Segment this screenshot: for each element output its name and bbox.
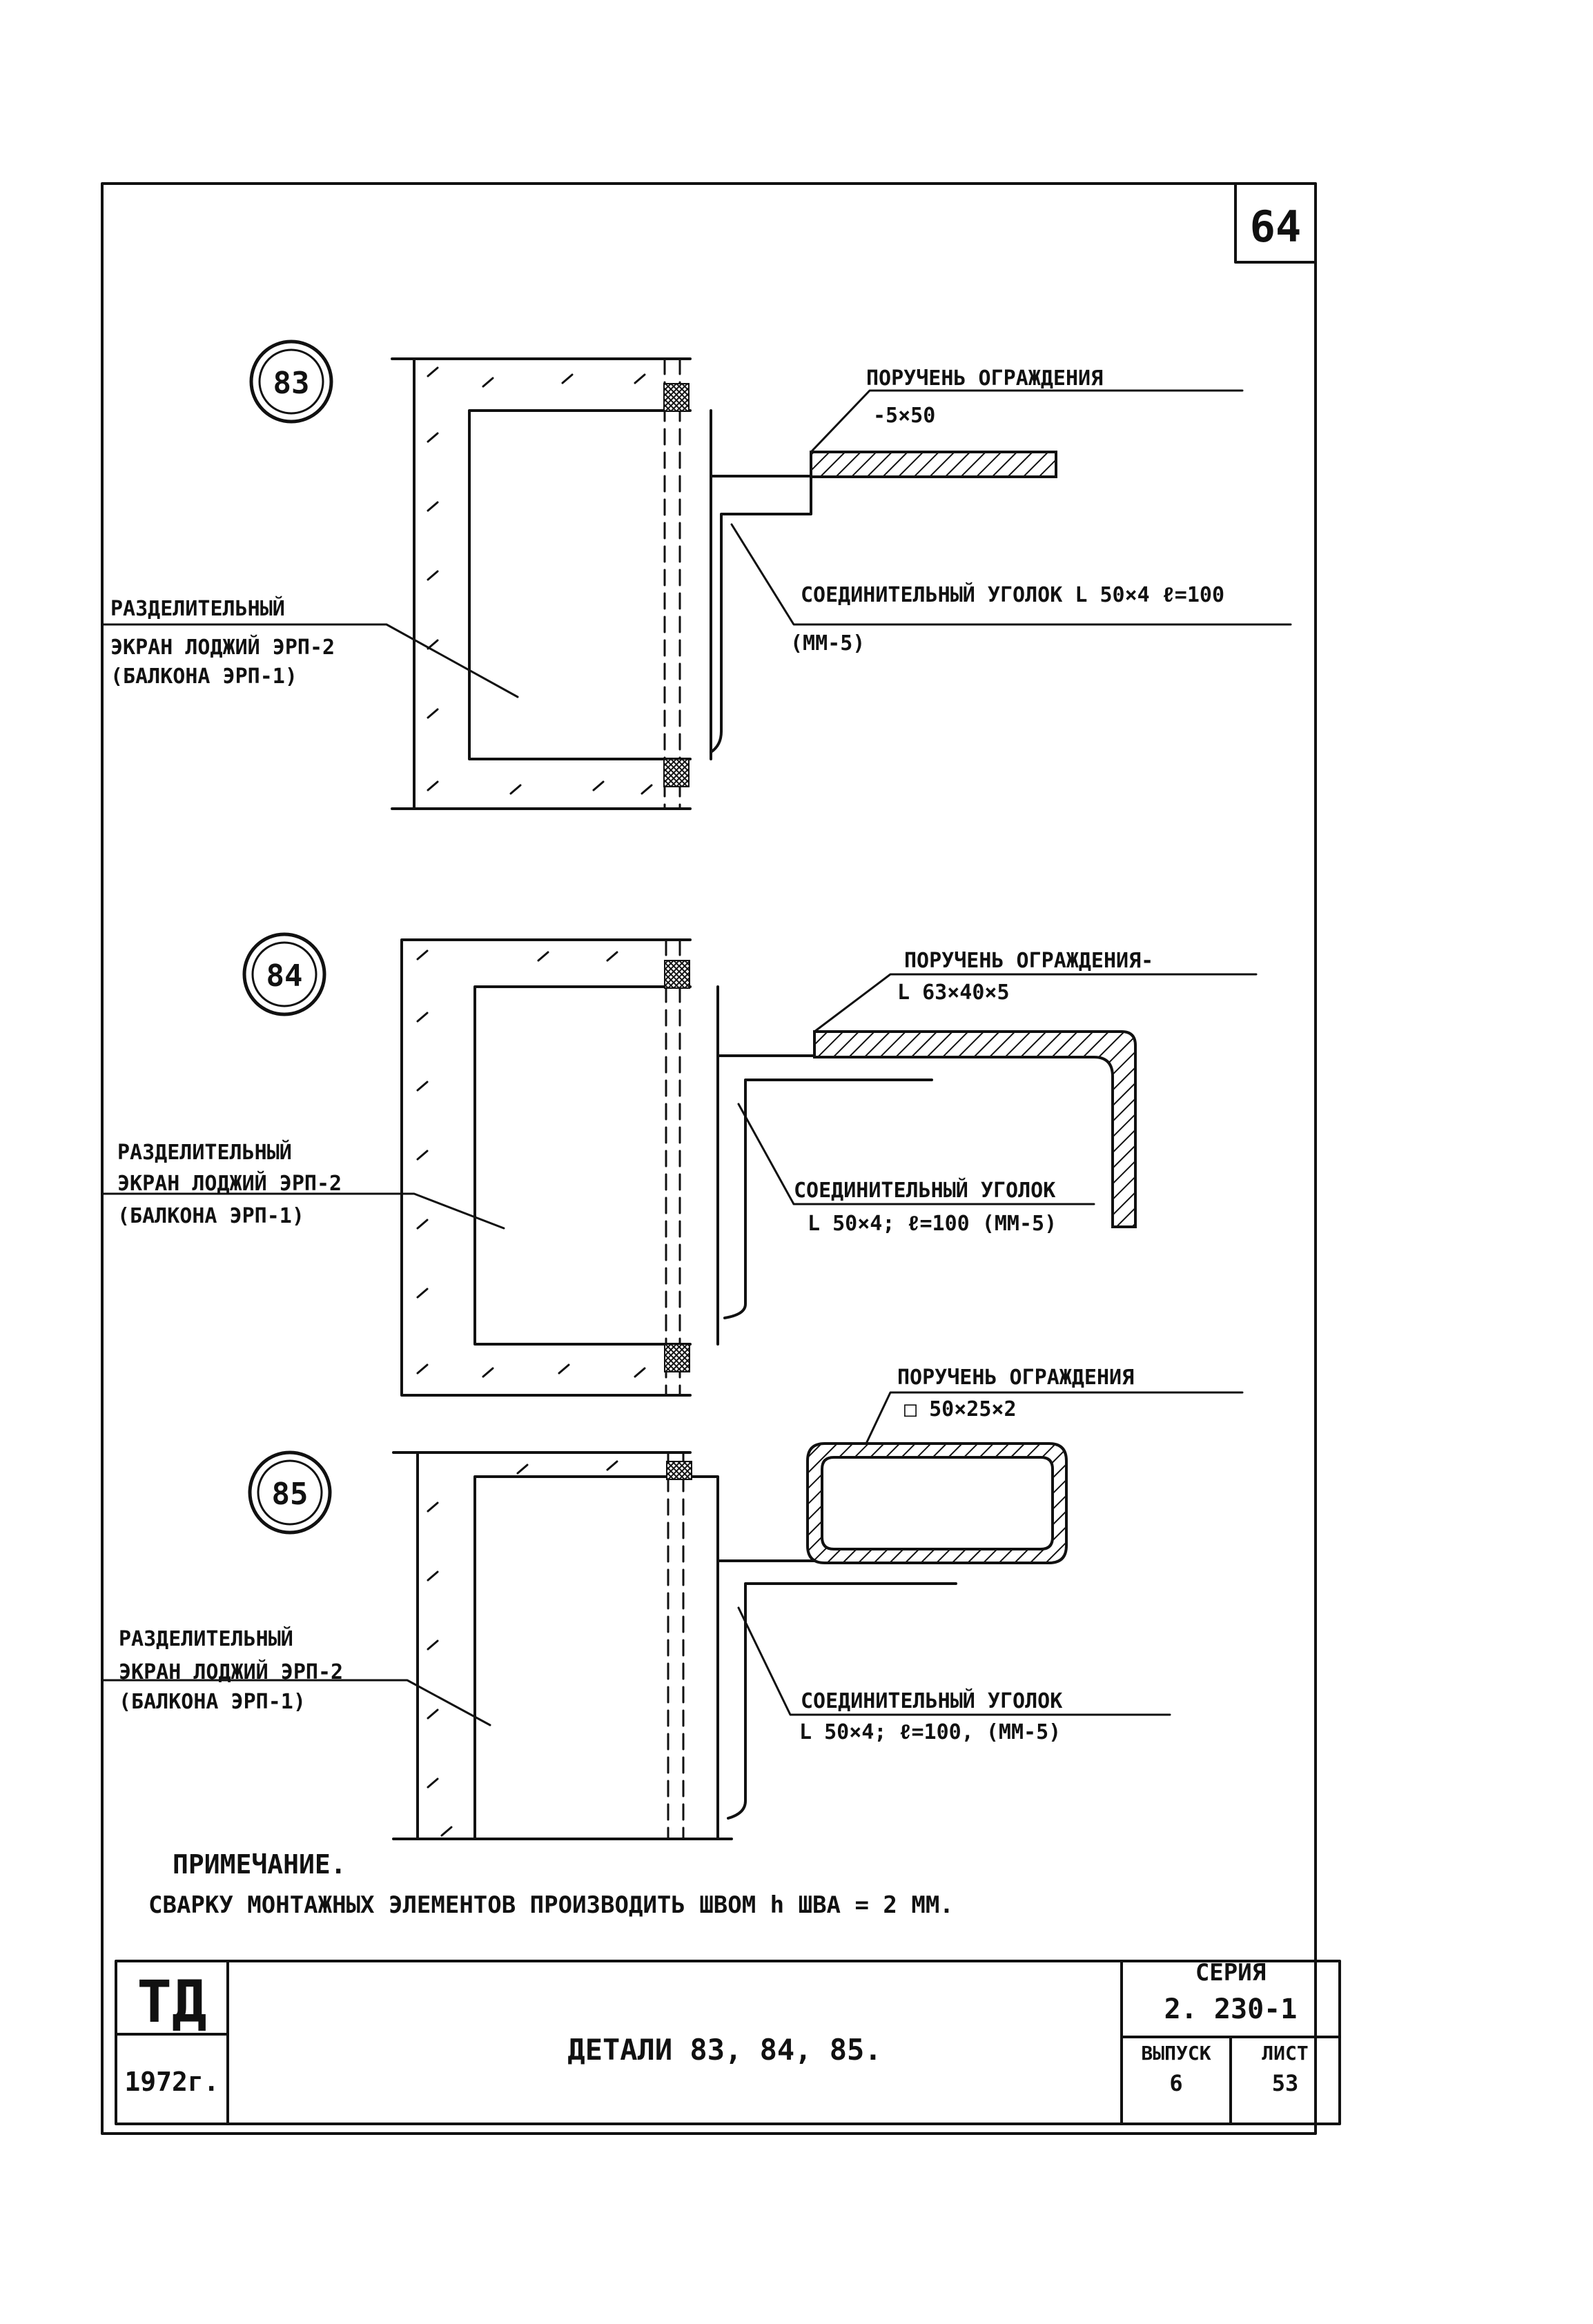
- screen-label-line-2: ЭКРАН ЛОДЖИЙ ЭРП-2: [117, 1171, 342, 1196]
- screen-label-line-1: РАЗДЕЛИТЕЛЬНЫЙ: [117, 1140, 292, 1165]
- screen-label: РАЗДЕЛИТЕЛЬНЫЙ ЭКРАН ЛОДЖИЙ ЭРП-2 (БАЛКО…: [110, 596, 347, 689]
- handrail-label-line-2: □ 50×25×2: [904, 1397, 1017, 1421]
- angle-label-line-2: L 50×4; ℓ=100, (ММ-5): [799, 1720, 1061, 1744]
- note-title: ПРИМЕЧАНИЕ.: [173, 1849, 346, 1880]
- sheet-number: 64: [1250, 201, 1302, 252]
- screen-label-line-3: (БАЛКОНА ЭРП-1): [110, 664, 297, 689]
- handrail-tube: [806, 1442, 1068, 1564]
- angle-label: СОЕДИНИТЕЛЬНЫЙ УГОЛОК L 50×4; ℓ=100 (ММ-…: [794, 1178, 1068, 1236]
- angle-label-line-1: СОЕДИНИТЕЛЬНЫЙ УГОЛОК L 50×4 ℓ=100: [801, 582, 1224, 607]
- sheet-frame: [101, 182, 1317, 2135]
- angle-label-line-1: СОЕДИНИТЕЛЬНЫЙ УГОЛОК: [794, 1178, 1055, 1203]
- series-value: 2. 230-1: [1164, 1993, 1298, 2025]
- detail-number: 83: [273, 366, 310, 401]
- issue-label: ВЫПУСК: [1141, 2042, 1211, 2065]
- handrail-flat: [810, 451, 1057, 478]
- handrail-label: ПОРУЧЕНЬ ОГРАЖДЕНИЯ -5×50: [866, 366, 1115, 428]
- sheet-label: ЛИСТ: [1262, 2042, 1308, 2065]
- handrail-angle: [813, 1030, 1137, 1228]
- drawing-title: ДЕТАЛИ 83, 84, 85.: [567, 2033, 881, 2067]
- detail-number-circle: 85: [248, 1450, 332, 1535]
- title-block: ТД 1972г. ДЕТАЛИ 83, 84, 85. СЕРИЯ 2. 23…: [115, 1959, 1341, 2125]
- handrail-label-line-1: ПОРУЧЕНЬ ОГРАЖДЕНИЯ-: [904, 949, 1153, 973]
- screen-label-line-2: ЭКРАН ЛОДЖИЙ ЭРП-2: [119, 1660, 343, 1684]
- detail-number-circle: 84: [242, 932, 326, 1016]
- handrail-label-line-1: ПОРУЧЕНЬ ОГРАЖДЕНИЯ: [897, 1366, 1134, 1390]
- angle-label: СОЕДИНИТЕЛЬНЫЙ УГОЛОК L 50×4 ℓ=100 (ММ-5…: [790, 582, 1237, 656]
- sheet-value: 53: [1272, 2070, 1299, 2096]
- screen-label-line-3: (БАЛКОНА ЭРП-1): [119, 1690, 306, 1714]
- detail-number: 84: [266, 958, 303, 994]
- screen-label-line-1: РАЗДЕЛИТЕЛЬНЫЙ: [110, 596, 285, 621]
- angle-label: СОЕДИНИТЕЛЬНЫЙ УГОЛОК L 50×4; ℓ=100, (ММ…: [799, 1688, 1075, 1744]
- screen-frame: [392, 1451, 733, 1840]
- screen-label-line-3: (БАЛКОНА ЭРП-1): [117, 1204, 304, 1228]
- org-mark: ТД: [137, 1968, 206, 2036]
- angle-label-line-2: (ММ-5): [790, 631, 865, 656]
- handrail-label: ПОРУЧЕНЬ ОГРАЖДЕНИЯ □ 50×25×2: [897, 1366, 1146, 1421]
- series-label: СЕРИЯ: [1195, 1959, 1266, 1987]
- handrail-label-line-1: ПОРУЧЕНЬ ОГРАЖДЕНИЯ: [866, 366, 1103, 391]
- sheet-number-box: 64: [1234, 182, 1317, 264]
- screen-label: РАЗДЕЛИТЕЛЬНЫЙ ЭКРАН ЛОДЖИЙ ЭРП-2 (БАЛКО…: [119, 1626, 355, 1714]
- detail-number-circle: 83: [249, 339, 333, 424]
- detail-85: 85 ПОРУЧЕНЬ ОГРАЖДЕНИЯ □ 50×25×2 СОЕДИНИ…: [101, 1366, 1244, 1840]
- year: 1972г.: [124, 2067, 219, 2097]
- handrail-label-line-2: -5×50: [873, 404, 935, 428]
- issue-value: 6: [1169, 2070, 1182, 2096]
- handrail-label: ПОРУЧЕНЬ ОГРАЖДЕНИЯ- L 63×40×5: [897, 949, 1166, 1005]
- note-block: ПРИМЕЧАНИЕ. СВАРКУ МОНТАЖНЫХ ЭЛЕМЕНТОВ П…: [148, 1849, 954, 1919]
- note-text: СВАРКУ МОНТАЖНЫХ ЭЛЕМЕНТОВ ПРОИЗВОДИТЬ Ш…: [148, 1891, 954, 1919]
- connecting-angle: [716, 1054, 933, 1319]
- connecting-angle: [716, 1559, 957, 1820]
- connecting-angle: [710, 475, 812, 754]
- screen-label: РАЗДЕЛИТЕЛЬНЫЙ ЭКРАН ЛОДЖИЙ ЭРП-2 (БАЛКО…: [117, 1140, 354, 1228]
- detail-83: 83 ПОРУЧЕНЬ ОГРАЖДЕНИЯ -5×50 СОЕДИНИТЕЛЬ…: [101, 339, 1292, 810]
- screen-label-line-2: ЭКРАН ЛОДЖИЙ ЭРП-2: [110, 635, 335, 660]
- angle-label-line-1: СОЕДИНИТЕЛЬНЫЙ УГОЛОК: [801, 1688, 1062, 1713]
- screen-frame: [400, 938, 719, 1397]
- screen-frame: [391, 357, 712, 810]
- handrail-label-line-2: L 63×40×5: [897, 981, 1010, 1005]
- angle-label-line-2: L 50×4; ℓ=100 (ММ-5): [808, 1212, 1057, 1236]
- detail-84: 84 ПОРУЧЕНЬ ОГРАЖДЕНИЯ- L 63×40×5 СОЕДИН…: [101, 932, 1258, 1397]
- screen-label-line-1: РАЗДЕЛИТЕЛЬНЫЙ: [119, 1626, 293, 1651]
- detail-number: 85: [272, 1477, 309, 1512]
